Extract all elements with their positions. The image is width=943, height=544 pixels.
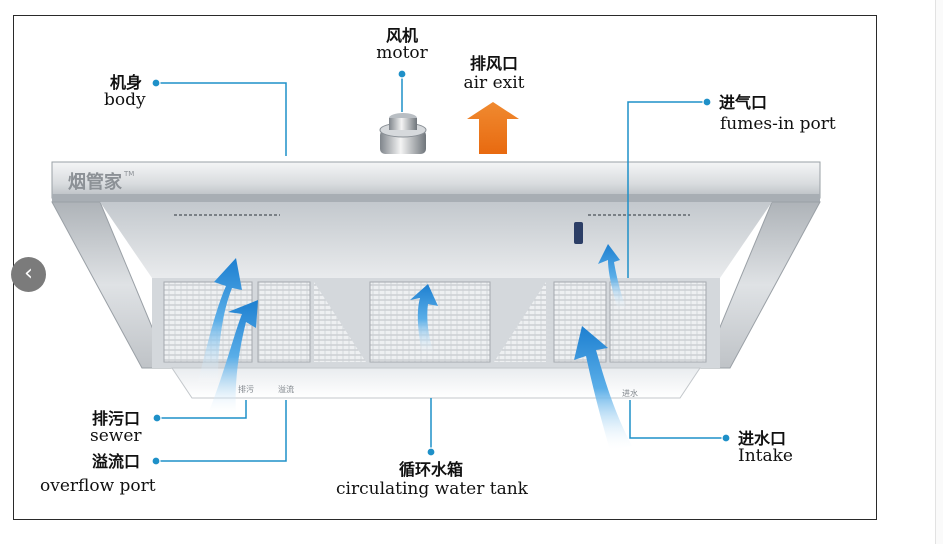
chevron-left-icon: ‹	[24, 261, 33, 286]
body-label-zh: 机身	[110, 73, 143, 92]
fumes-label-en: fumes-in port	[720, 114, 836, 134]
intake-nozzle-label: 进水	[622, 388, 638, 398]
overflow-marker	[151, 456, 161, 466]
body-label-en: body	[104, 90, 146, 110]
range-hood-diagram: 烟管家 TM 排污 溢流 进水	[51, 69, 821, 466]
hood-top	[51, 161, 821, 199]
motor-marker	[397, 69, 407, 79]
motor	[379, 113, 427, 154]
motor-label-zh: 风机	[385, 26, 418, 45]
air-exit-label-zh: 排风口	[469, 54, 518, 73]
sewer-label-en: sewer	[90, 426, 142, 446]
fumes-marker	[702, 97, 712, 107]
intake-label-zh: 进水口	[738, 429, 787, 448]
fumes-label-zh: 进气口	[719, 93, 768, 112]
intake-label-en: Intake	[738, 446, 793, 466]
motor-label-en: motor	[376, 43, 428, 63]
tank-marker	[426, 447, 436, 457]
overflow-label-zh: 溢流口	[92, 452, 141, 471]
sewer-marker	[152, 413, 162, 423]
overflow-nozzle-label: 溢流	[278, 384, 294, 394]
hood-inner-panel	[100, 202, 772, 278]
tank-label-zh: 循环水箱	[398, 460, 463, 479]
intake-marker	[721, 433, 731, 443]
brand-trademark: TM	[123, 170, 134, 178]
water-tank	[171, 367, 701, 399]
air-exit-arrow	[467, 102, 519, 154]
air-exit-label-en: air exit	[463, 73, 525, 93]
carousel-prev-button[interactable]: ‹	[11, 257, 46, 292]
sewer-nozzle-label: 排污	[238, 384, 254, 394]
brand-logo: 烟管家	[68, 171, 123, 193]
sewer-label-zh: 排污口	[92, 409, 141, 428]
tank-label-en: circulating water tank	[336, 479, 528, 499]
body-marker	[151, 78, 161, 88]
airflow-arrows	[198, 244, 632, 450]
page-scroll-edge	[935, 0, 943, 544]
overflow-label-en: overflow port	[40, 476, 156, 496]
diagram-frame: 烟管家 TM 排污 溢流 进水 风机 motor 排风口 air exit 机身…	[13, 15, 877, 520]
leader-lines	[156, 74, 726, 462]
